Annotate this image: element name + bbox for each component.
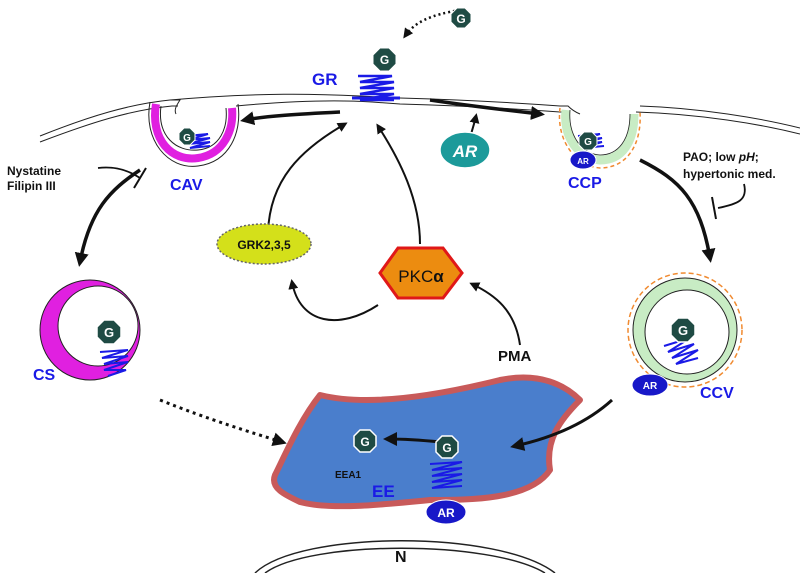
ligand-cav: G xyxy=(178,127,196,146)
inhibitor-caveolar-line1: Nystatine xyxy=(7,164,61,178)
arrow-pkc-to-gr xyxy=(376,123,421,245)
grk-label: GRK2,3,5 xyxy=(237,238,291,252)
ligand-label: G xyxy=(183,133,191,144)
ligand-ccp: G xyxy=(578,131,598,151)
ligand-label: G xyxy=(584,137,592,148)
arrestin-ccp: AR xyxy=(569,150,597,170)
label-ee: EE xyxy=(372,482,395,501)
arrow-pkc-to-grk xyxy=(288,279,379,322)
ligand-free: G xyxy=(450,7,472,29)
caveosome xyxy=(39,279,141,381)
ligand-label: G xyxy=(104,325,114,340)
label-gr: GR xyxy=(312,70,338,89)
arrestin-ee: AR xyxy=(425,499,467,525)
ligand-ee-bound: G xyxy=(435,435,459,459)
arrow-grk-to-gr xyxy=(267,122,348,233)
label-ccp: CCP xyxy=(568,175,602,192)
arrow-ccp-to-ccv xyxy=(639,158,716,263)
arrow-ligand-to-gr xyxy=(403,8,461,39)
text-labels: GR CAV CCP CS CCV EE EEA1 N PMA Nystatin… xyxy=(7,70,776,566)
caveola-pit xyxy=(148,101,240,167)
inhibition-clathrin xyxy=(711,183,746,220)
ligand-cs: G xyxy=(96,319,122,345)
clathrin-coated-pit xyxy=(558,107,641,169)
ligand-label: G xyxy=(456,12,465,26)
grk-node: GRK2,3,5 xyxy=(216,223,312,265)
arrestin-label: AR xyxy=(452,142,478,161)
inhibition-caveolar xyxy=(97,166,147,189)
receptor-ee xyxy=(429,461,463,489)
arrestin-ccv: AR xyxy=(631,373,669,397)
arrow-gr-to-ccp xyxy=(429,98,545,120)
inhibitor-caveolar-line2: Filipin III xyxy=(7,179,56,193)
pkc-label: PKCα xyxy=(398,267,444,286)
caveolin-coat xyxy=(151,103,237,163)
inhibitor-clathrin-line1: PAO; low pH; xyxy=(683,150,759,164)
inhibitor-clathrin-line2: hypertonic med. xyxy=(683,167,776,181)
arrestin-label: AR xyxy=(643,381,658,392)
label-pma: PMA xyxy=(498,348,532,365)
label-cav: CAV xyxy=(170,177,203,194)
arrow-cav-to-cs xyxy=(74,168,141,267)
ligand-ee-released: G xyxy=(353,429,377,453)
arrow-ligand-release xyxy=(383,432,441,447)
arrestin-label: AR xyxy=(577,157,589,166)
plasma-membrane xyxy=(39,93,800,143)
receptor-gr xyxy=(352,74,400,102)
ligand-label: G xyxy=(380,53,389,67)
arrow-ccv-to-ee xyxy=(510,398,614,451)
ligand-label: G xyxy=(678,323,688,338)
ligand-label: G xyxy=(360,435,369,449)
arrow-gr-to-cav xyxy=(240,110,341,126)
ligand-gr: G xyxy=(372,47,397,72)
arrow-cs-to-ee xyxy=(159,398,287,446)
label-nucleus: N xyxy=(395,549,407,566)
arrestin-cytosolic: AR xyxy=(439,131,491,169)
pkc-node: PKCα xyxy=(378,246,464,300)
ligand-label: G xyxy=(442,441,451,455)
clathrin-coat xyxy=(558,107,641,169)
label-eea1: EEA1 xyxy=(335,470,362,481)
receptor-cs xyxy=(99,349,129,377)
ligand-ccv: G xyxy=(670,317,696,343)
nucleus xyxy=(254,540,556,573)
label-cs: CS xyxy=(33,367,56,384)
pathway-arrows xyxy=(74,8,716,451)
arrestin-label: AR xyxy=(437,506,455,520)
receptor-cav xyxy=(185,133,211,149)
label-ccv: CCV xyxy=(700,385,734,402)
arrow-pma-to-pkc xyxy=(469,282,521,346)
